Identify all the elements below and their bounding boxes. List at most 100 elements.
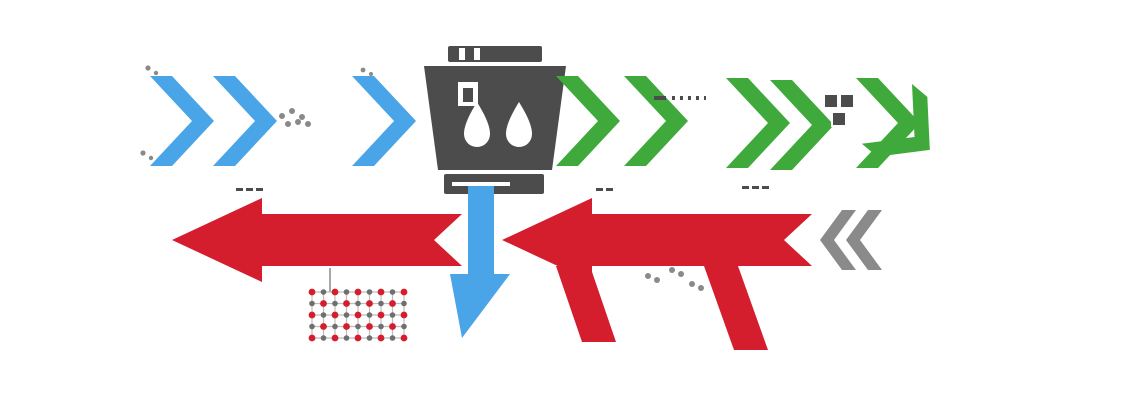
lattice-atom	[343, 300, 350, 307]
green-flow-arrow-4	[770, 80, 834, 170]
tick	[236, 188, 243, 191]
furnace-vessel	[424, 46, 566, 194]
speck	[145, 65, 151, 71]
lattice-atom	[389, 335, 396, 341]
lattice-atom	[355, 300, 361, 307]
tick	[762, 186, 769, 189]
powder-dot	[289, 108, 295, 114]
lattice-atom	[308, 288, 316, 296]
furnace-lid	[448, 46, 542, 62]
red-branch-band-1	[556, 266, 616, 342]
tick	[246, 188, 253, 191]
lattice-atom	[377, 288, 385, 296]
lattice-atom	[389, 300, 396, 307]
lattice-atom	[400, 288, 408, 296]
powder-dot	[279, 113, 285, 119]
gas-molecule-atom	[698, 285, 704, 291]
speck	[153, 70, 159, 76]
lattice-atom	[354, 334, 362, 342]
lattice-atom	[366, 323, 373, 330]
furnace-lid-notch	[459, 48, 465, 60]
lattice-atom	[389, 289, 396, 295]
gas-molecule-atom	[645, 273, 651, 279]
red-block-arrow-2	[502, 198, 812, 282]
powder-dot	[285, 121, 291, 127]
powder-cluster	[279, 108, 311, 127]
lattice-atom	[320, 312, 327, 318]
furnace-body	[424, 66, 566, 170]
gas-molecule-atom	[678, 271, 684, 277]
lattice-atom	[377, 334, 385, 342]
dashed-transport-line	[654, 96, 706, 100]
green-flow-arrow-2	[624, 76, 688, 166]
speck	[148, 155, 154, 161]
blue-down-arrow-head	[450, 274, 510, 338]
green-flow-arrow-6	[861, 84, 930, 157]
gas-molecules	[645, 267, 704, 291]
tick	[256, 188, 263, 191]
lattice-atom	[355, 323, 361, 330]
tick	[606, 188, 613, 191]
lattice-atom	[343, 323, 350, 330]
lattice-atom	[320, 323, 327, 330]
lattice-atom	[377, 311, 385, 319]
lattice-atom	[400, 311, 408, 319]
speck	[360, 67, 366, 73]
lattice-atom	[378, 323, 384, 330]
red-branch-band-2	[704, 266, 768, 350]
speck	[369, 72, 373, 76]
gray-feed-chevron-1	[820, 210, 856, 270]
lattice-atom	[343, 335, 350, 341]
dash-segment	[654, 96, 666, 100]
lattice-atom	[354, 311, 362, 319]
substrate-chip	[831, 111, 847, 127]
furnace-lid-notch	[474, 48, 480, 60]
green-flow-arrow-3	[726, 78, 790, 168]
crystal-lattice	[308, 288, 408, 342]
melt-droplet-left	[464, 102, 490, 147]
lattice-atom	[401, 300, 407, 307]
tick	[596, 188, 603, 191]
blue-flow-arrow-3	[352, 76, 416, 166]
lattice-atom	[320, 300, 327, 307]
tick	[752, 186, 759, 189]
lattice-atom	[331, 288, 339, 296]
lattice-atom	[332, 323, 338, 330]
lattice-atom	[331, 334, 339, 342]
powder-dot	[305, 121, 311, 127]
precursor-specks	[140, 65, 373, 161]
blue-down-arrow	[450, 186, 510, 338]
melt-droplet-right	[506, 102, 532, 147]
blue-flow-arrow-2	[213, 76, 277, 166]
substrate-chip	[823, 93, 839, 109]
lattice-atom	[308, 334, 316, 342]
speck	[140, 150, 146, 156]
lattice-atom	[309, 323, 315, 330]
lattice-atom	[320, 289, 327, 295]
substrate-chip	[839, 93, 855, 109]
lattice-atom	[401, 323, 407, 330]
lattice-atom	[320, 335, 327, 341]
red-block-arrow-1	[172, 198, 462, 282]
gas-molecule-atom	[689, 281, 695, 287]
lattice-atom	[366, 300, 373, 307]
lattice-atom	[366, 335, 373, 341]
lattice-atom	[343, 312, 350, 318]
lattice-atom	[332, 300, 338, 307]
tick-marks-c	[742, 186, 769, 189]
tick-marks-a	[236, 188, 263, 191]
lattice-atom	[343, 289, 350, 295]
lattice-atom	[366, 312, 373, 318]
tick	[742, 186, 749, 189]
green-flow-arrow-1	[556, 76, 620, 166]
blue-down-arrow-shaft	[468, 186, 494, 278]
lattice-atom	[354, 288, 362, 296]
substrate-chips	[823, 93, 855, 127]
gas-molecule-atom	[669, 267, 675, 273]
gray-feed-chevron-2	[846, 210, 882, 270]
furnace-base-slit	[452, 182, 510, 186]
tick-marks-b	[596, 188, 613, 191]
lattice-atom	[389, 323, 396, 330]
